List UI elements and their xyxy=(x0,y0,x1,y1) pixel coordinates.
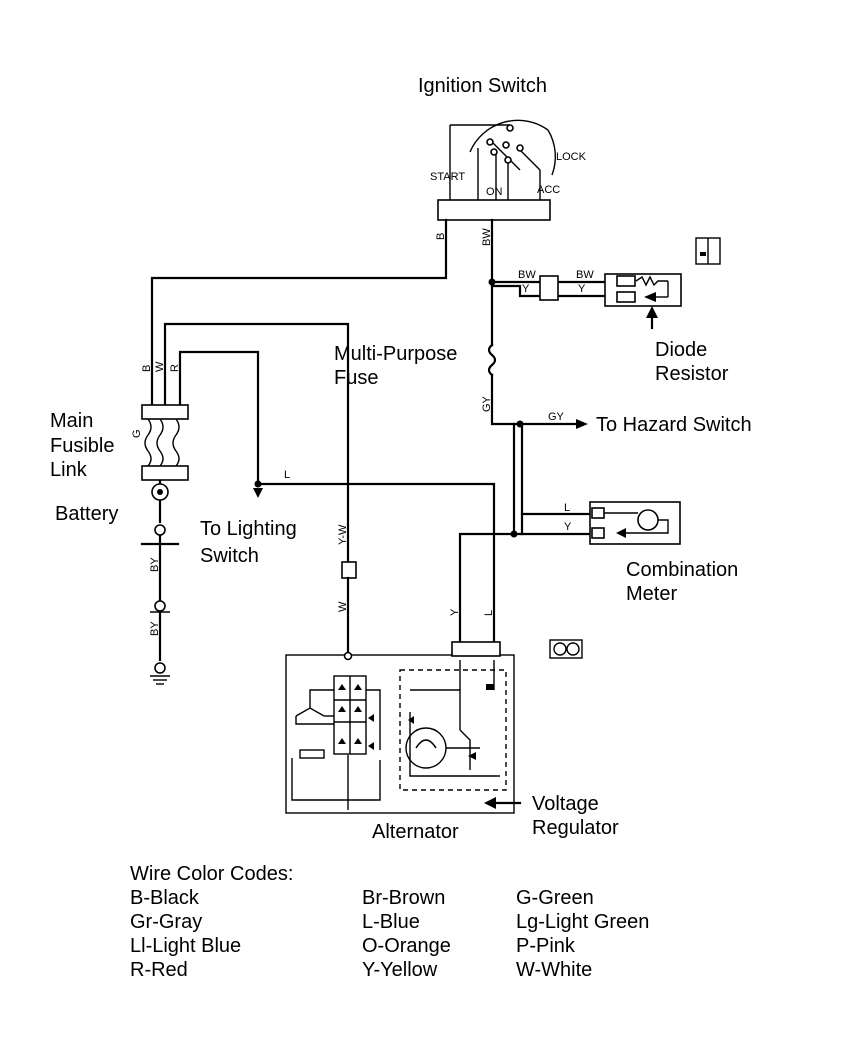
legend-item: R-Red xyxy=(130,959,188,981)
battery: Battery xyxy=(55,503,170,685)
wire-label-l-alt: L xyxy=(483,610,495,616)
legend-item: G-Green xyxy=(516,887,594,909)
on-label: ON xyxy=(486,186,503,198)
alternator-label: Alternator xyxy=(372,821,459,843)
wire-label-by-1: BY xyxy=(149,557,161,572)
wire-label-by-2: BY xyxy=(149,621,161,636)
legend-item: Ll-Light Blue xyxy=(130,935,241,957)
to-lighting-switch-label-2: Switch xyxy=(200,545,259,567)
junction-dots xyxy=(254,278,524,538)
wire-label-l-meter: L xyxy=(564,502,570,514)
legend-item: Y-Yellow xyxy=(362,959,438,981)
to-lighting-switch-label-1: To Lighting xyxy=(200,518,297,540)
wire-label-y-a: Y xyxy=(522,283,530,295)
legend-item: B-Black xyxy=(130,887,200,909)
combination-meter-label-1: Combination xyxy=(626,559,738,581)
wire-label-b-link: B xyxy=(141,365,153,372)
alternator: Alternator xyxy=(285,641,515,843)
to-hazard-switch-label: To Hazard Switch xyxy=(596,414,752,436)
legend-item: L-Blue xyxy=(362,911,420,933)
wire-label-w-fuse: W xyxy=(337,601,349,612)
acc-label: ACC xyxy=(537,184,560,196)
legend-item: P-Pink xyxy=(516,935,576,957)
combination-meter-label-2: Meter xyxy=(626,583,677,605)
wire-color-labels: B BW BW BW Y Y B W R G L GY GY L Y Y-W W… xyxy=(131,228,594,636)
combination-meter: Combination Meter xyxy=(549,501,738,659)
voltage-regulator-label-2: Regulator xyxy=(532,817,619,839)
legend-item: Lg-Light Green xyxy=(516,911,649,933)
legend-item: O-Orange xyxy=(362,935,451,957)
main-fusible-link: Main Fusible Link xyxy=(50,404,189,501)
wire-label-gy-hazard: GY xyxy=(548,411,565,423)
ignition-switch: Ignition Switch START ON ACC LOCK xyxy=(418,75,587,221)
wire-label-b-top: B xyxy=(435,233,447,240)
battery-label: Battery xyxy=(55,503,118,525)
wire-label-bw-top: BW xyxy=(481,228,493,246)
ignition-switch-connector xyxy=(437,199,551,221)
legend-item: Br-Brown xyxy=(362,887,445,909)
link-label: Link xyxy=(50,459,88,481)
ignition-switch-label: Ignition Switch xyxy=(418,75,547,97)
wire-label-l-light: L xyxy=(284,469,290,481)
multi-purpose-fuse-element xyxy=(341,561,357,579)
legend-item: Gr-Gray xyxy=(130,911,202,933)
voltage-regulator-callout: Voltage Regulator xyxy=(484,793,619,839)
legend-title: Wire Color Codes: xyxy=(130,863,293,885)
multi-purpose-fuse-label-2: Fuse xyxy=(334,367,378,389)
wires xyxy=(140,218,607,662)
wire-label-y-b: Y xyxy=(578,283,586,295)
legend-item: W-White xyxy=(516,959,592,981)
voltage-regulator-box xyxy=(399,669,507,791)
multi-purpose-fuse-label-1: Multi-Purpose xyxy=(334,343,457,365)
fusible-label: Fusible xyxy=(50,435,114,457)
wire-label-y-alt: Y xyxy=(449,608,461,616)
main-label: Main xyxy=(50,410,93,432)
lock-label: LOCK xyxy=(556,151,587,163)
wire-label-g-link: G xyxy=(131,429,143,438)
start-label: START xyxy=(430,171,465,183)
wire-label-bw-a: BW xyxy=(518,269,536,281)
wire-label-yw-fuse: Y-W xyxy=(337,524,349,545)
voltage-regulator-label-1: Voltage xyxy=(532,793,599,815)
wire-label-w-link: W xyxy=(154,361,166,372)
wire-label-r-link: R xyxy=(169,364,181,372)
wire-label-y-meter: Y xyxy=(564,521,572,533)
diode-resistor-label-2: Resistor xyxy=(655,363,729,385)
wire-color-legend: Wire Color Codes: B-Black Gr-Gray Ll-Lig… xyxy=(130,863,649,981)
wire-label-bw-b: BW xyxy=(576,269,594,281)
wire-label-gy-vert: GY xyxy=(481,395,493,412)
diode-resistor-label-1: Diode xyxy=(655,339,707,361)
diode-resistor: Diode Resistor xyxy=(539,237,729,385)
